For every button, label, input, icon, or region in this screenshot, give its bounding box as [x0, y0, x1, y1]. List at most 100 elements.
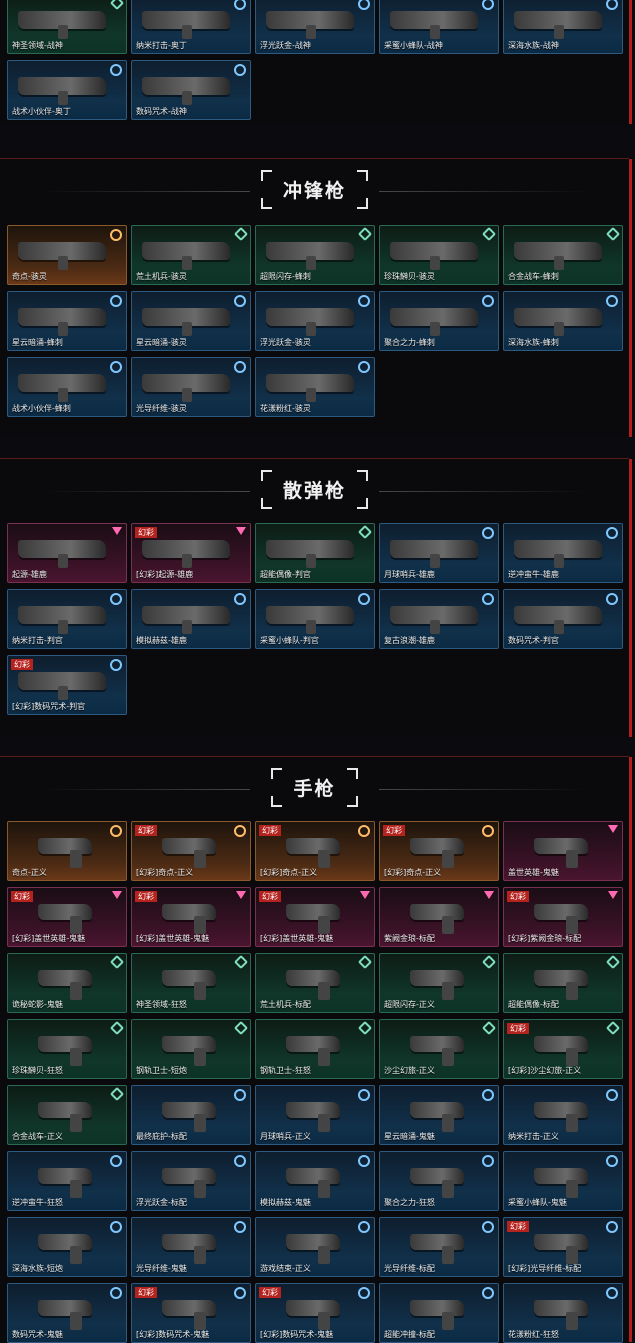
skin-name: 模拟赫兹-雄鹿	[136, 636, 187, 645]
skin-name: [幻彩]数码咒术-鬼魅	[260, 1330, 334, 1339]
weapon-skin-card[interactable]: 钢轨卫士-短炮	[131, 1019, 251, 1079]
weapon-skin-card[interactable]: 超能偶像-标配	[503, 953, 623, 1013]
weapon-skin-card[interactable]: 深海水族-蜂刺	[503, 291, 623, 351]
skin-name: 浮光跃金-骇灵	[260, 338, 311, 347]
weapon-skin-card[interactable]: 月球哨兵-正义	[255, 1085, 375, 1145]
weapon-skin-card[interactable]: 超限闪存-蜂刺	[255, 225, 375, 285]
weapon-skin-card[interactable]: 幻彩[幻彩]盖世英雄-鬼魅	[7, 887, 127, 947]
weapon-skin-card[interactable]: 幻彩[幻彩]奇点-正义	[255, 821, 375, 881]
weapon-skin-card[interactable]: 盖世英雄-鬼魅	[503, 821, 623, 881]
weapon-skin-card[interactable]: 数码咒术-鬼魅	[7, 1283, 127, 1343]
weapon-skin-card[interactable]: 聚合之力-蜂刺	[379, 291, 499, 351]
weapon-skin-card[interactable]: 纳米打击-判官	[7, 589, 127, 649]
weapon-skin-card[interactable]: 纳米打击-正义	[503, 1085, 623, 1145]
skin-name: 花漾粉红-狂怒	[508, 1330, 559, 1339]
weapon-skin-card[interactable]: 珍珠鰰贝-骇灵	[379, 225, 499, 285]
weapon-skin-card[interactable]: 幻彩[幻彩]起源-雄鹿	[131, 523, 251, 583]
divider-line	[40, 789, 250, 790]
weapon-skin-card[interactable]: 聚合之力-狂怒	[379, 1151, 499, 1211]
skin-name: 逆冲蛮牛-雄鹿	[508, 570, 559, 579]
weapon-skin-card[interactable]: 超能冲撞-标配	[379, 1283, 499, 1343]
weapon-skin-card[interactable]: 复古浪潮-雄鹿	[379, 589, 499, 649]
skin-name: 月球哨兵-正义	[260, 1132, 311, 1141]
weapon-skin-card[interactable]: 幻彩[幻彩]奇点-正义	[379, 821, 499, 881]
weapon-skin-card[interactable]: 奇点-正义	[7, 821, 127, 881]
weapon-skin-card[interactable]: 幻彩[幻彩]紫阙金琅-标配	[503, 887, 623, 947]
weapon-skin-card[interactable]: 神圣领域-战神	[7, 0, 127, 54]
weapon-skin-card[interactable]: 奇点-骇灵	[7, 225, 127, 285]
weapon-skin-card[interactable]: 超限闪存-正义	[379, 953, 499, 1013]
weapon-skin-card[interactable]: 合金战车-蜂刺	[503, 225, 623, 285]
weapon-skin-card[interactable]: 深海水族-战神	[503, 0, 623, 54]
skin-name: [幻彩]奇点-正义	[136, 868, 194, 877]
weapon-skin-card[interactable]: 战术小伙伴-蜂刺	[7, 357, 127, 417]
weapon-skin-card[interactable]: 光导纤维-骇灵	[131, 357, 251, 417]
rarity-icon	[606, 1155, 618, 1167]
weapon-skin-card[interactable]: 月球哨兵-雄鹿	[379, 523, 499, 583]
weapon-skin-card[interactable]: 花漾粉红-骇灵	[255, 357, 375, 417]
weapon-skin-card[interactable]: 钢轨卫士-狂怒	[255, 1019, 375, 1079]
divider-line	[40, 491, 250, 492]
weapon-skin-card[interactable]: 采蜜小蜂队-鬼魅	[503, 1151, 623, 1211]
weapon-skin-card[interactable]: 浮光跃金-战神	[255, 0, 375, 54]
weapon-skin-card[interactable]: 模拟赫兹-鬼魅	[255, 1151, 375, 1211]
weapon-skin-card[interactable]: 沙尘幻旅-正义	[379, 1019, 499, 1079]
weapon-skin-card[interactable]: 幻彩[幻彩]数码咒术-鬼魅	[131, 1283, 251, 1343]
weapon-image	[286, 1036, 340, 1066]
weapon-skin-card[interactable]: 星云暗涌-蜂刺	[7, 291, 127, 351]
weapon-image	[514, 540, 602, 568]
weapon-skin-card[interactable]: 诡秘蛇影-鬼魅	[7, 953, 127, 1013]
weapon-skin-card[interactable]: 星云暗涌-鬼魅	[379, 1085, 499, 1145]
weapon-skin-card[interactable]: 数码咒术-战神	[131, 60, 251, 120]
weapon-image	[410, 1168, 464, 1198]
weapon-skin-card[interactable]: 幻彩[幻彩]沙尘幻旅-正义	[503, 1019, 623, 1079]
weapon-skin-card[interactable]: 幻彩[幻彩]奇点-正义	[131, 821, 251, 881]
weapon-skin-card[interactable]: 光导纤维-鬼魅	[131, 1217, 251, 1277]
skin-name: 奇点-正义	[12, 868, 47, 877]
weapon-skin-card[interactable]: 合金战车-正义	[7, 1085, 127, 1145]
rarity-icon	[109, 1020, 125, 1036]
weapon-skin-card[interactable]: 幻彩[幻彩]盖世英雄-鬼魅	[131, 887, 251, 947]
weapon-skin-card[interactable]: 幻彩[幻彩]光导纤维-标配	[503, 1217, 623, 1277]
skin-name: [幻彩]奇点-正义	[384, 868, 442, 877]
rainbow-badge: 幻彩	[11, 659, 33, 670]
weapon-skin-card[interactable]: 逆冲蛮牛-雄鹿	[503, 523, 623, 583]
rarity-icon	[605, 226, 621, 242]
weapon-skin-card[interactable]: 数码咒术-判官	[503, 589, 623, 649]
weapon-skin-card[interactable]: 游戏结束-正义	[255, 1217, 375, 1277]
skin-name: 深海水族-蜂刺	[508, 338, 559, 347]
weapon-skin-card[interactable]: 神圣领域-狂怒	[131, 953, 251, 1013]
weapon-skin-card[interactable]: 模拟赫兹-雄鹿	[131, 589, 251, 649]
weapon-skin-card[interactable]: 荒土机兵-骇灵	[131, 225, 251, 285]
weapon-skin-card[interactable]: 光导纤维-标配	[379, 1217, 499, 1277]
weapon-skin-card[interactable]: 战术小伙伴-奥丁	[7, 60, 127, 120]
rarity-icon	[110, 1221, 122, 1233]
weapon-image	[514, 606, 602, 634]
weapon-skin-card[interactable]: 采蜜小蜂队-判官	[255, 589, 375, 649]
weapon-skin-card[interactable]: 最终庇护-标配	[131, 1085, 251, 1145]
weapon-skin-card[interactable]: 纳米打击-奥丁	[131, 0, 251, 54]
weapon-skin-card[interactable]: 超能偶像-判官	[255, 523, 375, 583]
weapon-skin-card[interactable]: 荒土机兵-标配	[255, 953, 375, 1013]
weapon-skin-card[interactable]: 浮光跃金-骇灵	[255, 291, 375, 351]
weapon-skin-card[interactable]: 紫阙金琅-标配	[379, 887, 499, 947]
weapon-skin-card[interactable]: 逆冲蛮牛-狂怒	[7, 1151, 127, 1211]
weapon-skin-card[interactable]: 幻彩[幻彩]盖世英雄-鬼魅	[255, 887, 375, 947]
weapon-image	[390, 308, 478, 336]
weapon-skin-card[interactable]: 星云暗涌-骇灵	[131, 291, 251, 351]
weapon-skin-card[interactable]: 珍珠鰰贝-狂怒	[7, 1019, 127, 1079]
skin-name: [幻彩]光导纤维-标配	[508, 1264, 582, 1273]
weapon-skin-card[interactable]: 花漾粉红-狂怒	[503, 1283, 623, 1343]
rarity-icon	[606, 295, 618, 307]
rarity-icon	[358, 1089, 370, 1101]
weapon-image	[410, 838, 464, 868]
weapon-skin-card[interactable]: 幻彩[幻彩]数码咒术-判官	[7, 655, 127, 715]
rarity-icon	[357, 226, 373, 242]
weapon-skin-card[interactable]: 起源-雄鹿	[7, 523, 127, 583]
weapon-skin-card[interactable]: 深海水族-短炮	[7, 1217, 127, 1277]
skin-name: 起源-雄鹿	[12, 570, 47, 579]
weapon-skin-card[interactable]: 浮光跃金-标配	[131, 1151, 251, 1211]
skin-name: 沙尘幻旅-正义	[384, 1066, 435, 1075]
weapon-skin-card[interactable]: 幻彩[幻彩]数码咒术-鬼魅	[255, 1283, 375, 1343]
weapon-skin-card[interactable]: 采蜜小蜂队-战神	[379, 0, 499, 54]
